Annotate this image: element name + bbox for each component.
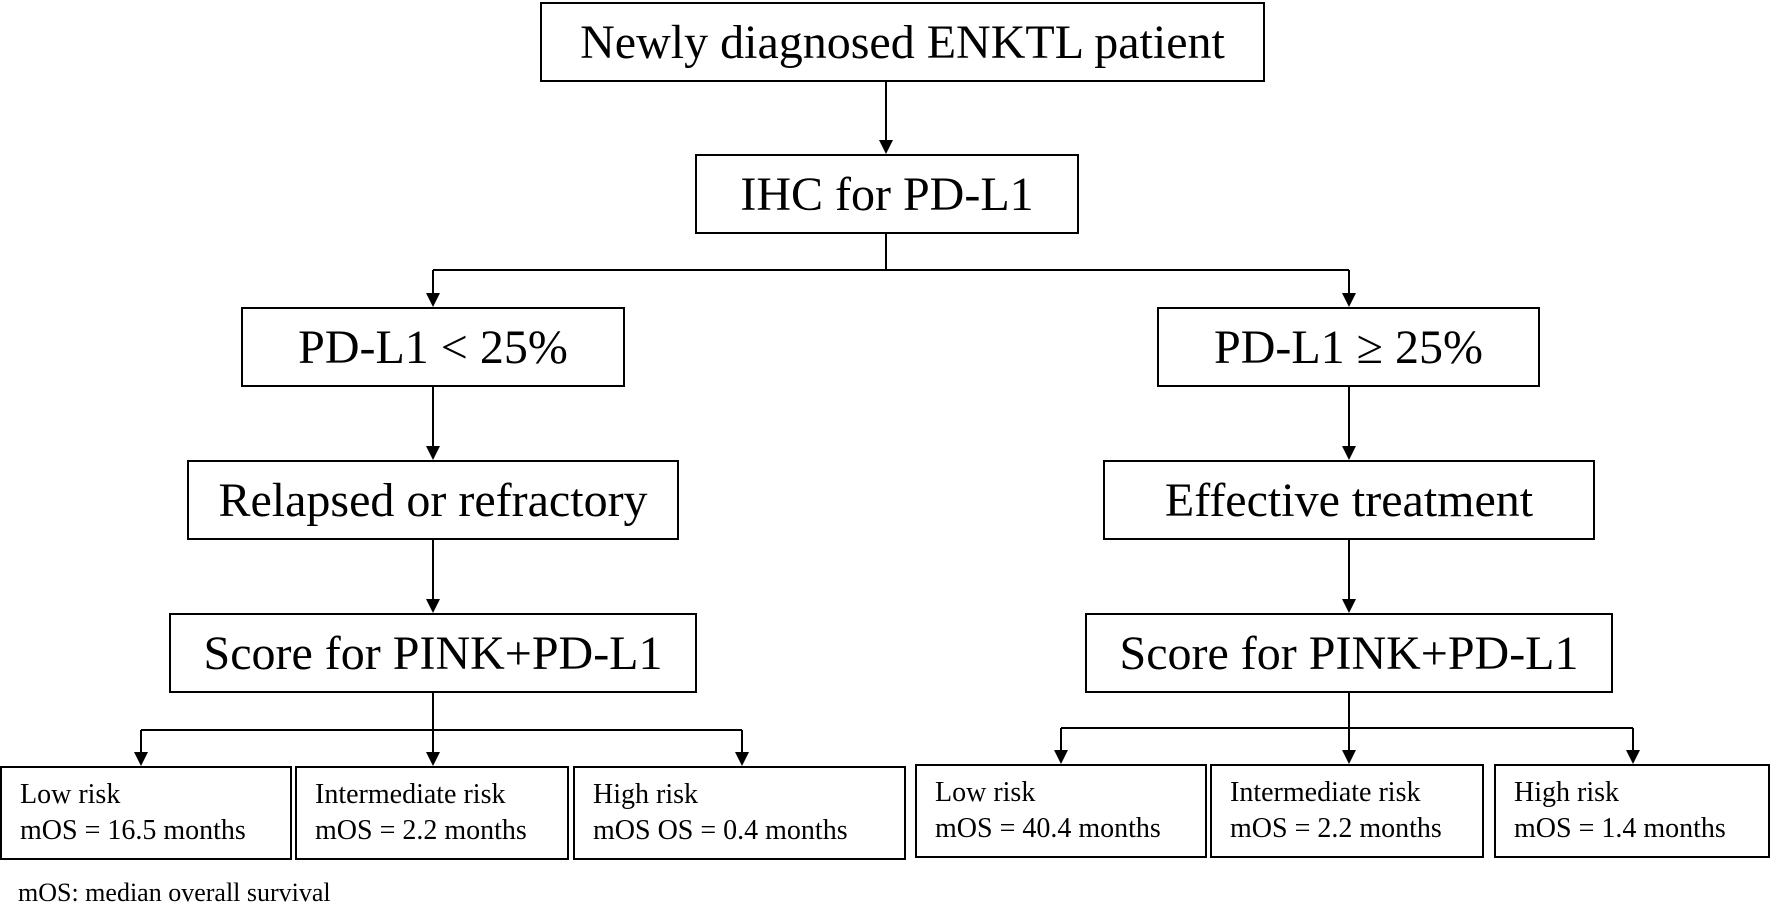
- arrow-to-score-right-head: [1342, 599, 1356, 613]
- outcome-left-intermediate-risk: Intermediate risk mOS = 2.2 months: [295, 766, 569, 860]
- node-relapsed-refractory: Relapsed or refractory: [187, 460, 679, 540]
- arrow-to-relapsed-head: [426, 446, 440, 460]
- arrow-to-left-high-head: [735, 752, 749, 766]
- outcome-right-high-risk: High risk mOS = 1.4 months: [1494, 764, 1770, 858]
- arrow-to-pdl1-low-head: [426, 293, 440, 307]
- outcome-left-low-risk: Low risk mOS = 16.5 months: [0, 766, 292, 860]
- arrow-to-effective-head: [1342, 446, 1356, 460]
- risk-label: Low risk: [935, 777, 1036, 808]
- mos-value: mOS = 40.4 months: [935, 813, 1161, 844]
- node-newly-diagnosed: Newly diagnosed ENKTL patient: [540, 2, 1265, 82]
- risk-label: Low risk: [20, 779, 121, 810]
- footnote-mos-definition: mOS: median overall survival: [18, 878, 331, 907]
- mos-value: mOS OS = 0.4 months: [593, 815, 848, 846]
- arrow-to-left-low-head: [134, 752, 148, 766]
- risk-label: Intermediate risk: [315, 779, 506, 810]
- risk-label: Intermediate risk: [1230, 777, 1421, 808]
- arrow-to-left-intermediate-head: [426, 752, 440, 766]
- node-pdl1-high: PD-L1 ≥ 25%: [1157, 307, 1540, 387]
- arrow-to-score-left-head: [426, 599, 440, 613]
- node-pdl1-low: PD-L1 < 25%: [241, 307, 625, 387]
- arrow-to-right-low-head: [1054, 750, 1068, 764]
- mos-value: mOS = 2.2 months: [1230, 813, 1442, 844]
- risk-label: High risk: [593, 779, 698, 810]
- node-ihc-pdl1: IHC for PD-L1: [695, 154, 1079, 234]
- node-score-left: Score for PINK+PD-L1: [169, 613, 697, 693]
- node-score-right: Score for PINK+PD-L1: [1085, 613, 1613, 693]
- mos-value: mOS = 16.5 months: [20, 815, 246, 846]
- outcome-right-intermediate-risk: Intermediate risk mOS = 2.2 months: [1210, 764, 1484, 858]
- arrow-to-pdl1-high-head: [1342, 293, 1356, 307]
- node-effective-treatment: Effective treatment: [1103, 460, 1595, 540]
- mos-value: mOS = 1.4 months: [1514, 813, 1726, 844]
- outcome-left-high-risk: High risk mOS OS = 0.4 months: [573, 766, 906, 860]
- arrow-to-right-intermediate-head: [1342, 750, 1356, 764]
- arrow-to-right-high-head: [1626, 750, 1640, 764]
- arrow-root-to-ihc-head: [879, 140, 893, 154]
- mos-value: mOS = 2.2 months: [315, 815, 527, 846]
- outcome-right-low-risk: Low risk mOS = 40.4 months: [915, 764, 1207, 858]
- risk-label: High risk: [1514, 777, 1619, 808]
